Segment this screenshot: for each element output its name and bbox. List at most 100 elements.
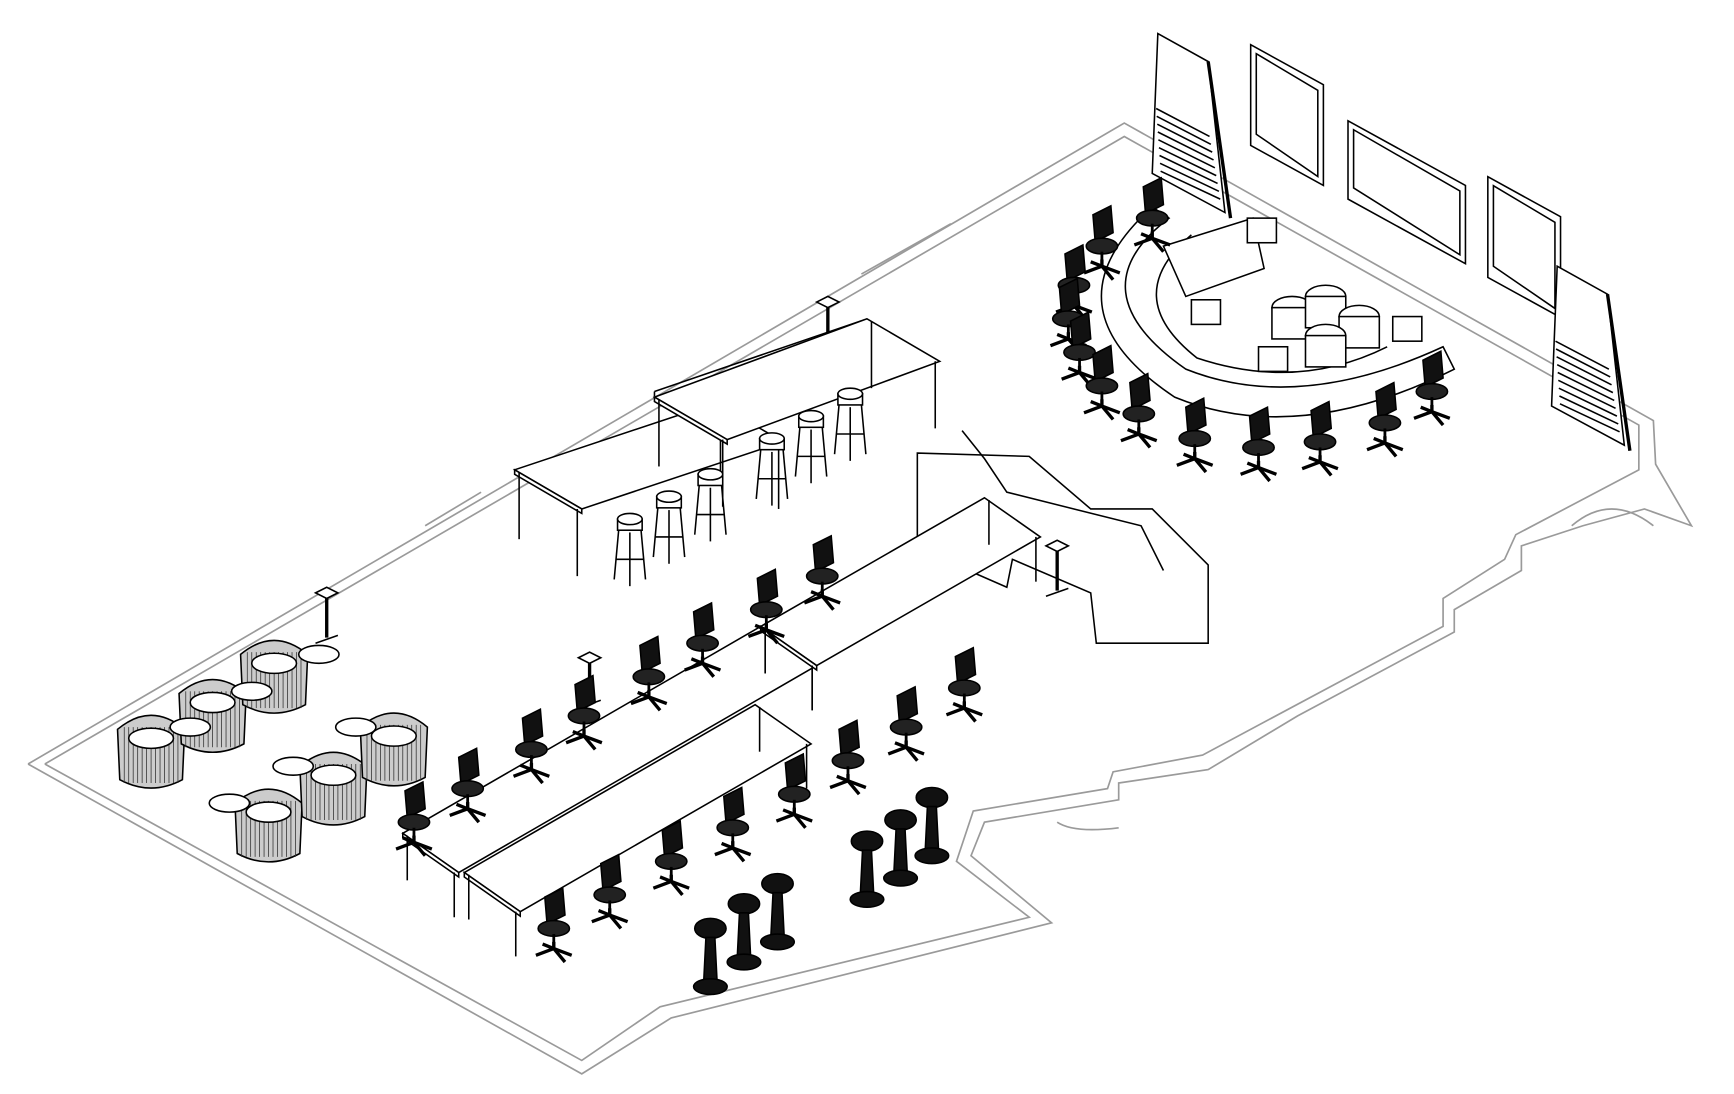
chair-leg [782, 808, 795, 816]
chair-leg [1383, 441, 1398, 458]
stool-leg [720, 485, 727, 535]
chair-leg [1083, 264, 1103, 275]
chair-seat [1135, 209, 1169, 227]
chair-icon [887, 685, 925, 762]
chair-back [784, 752, 807, 791]
chair-leg [887, 745, 907, 756]
chair-icon [1061, 310, 1099, 387]
chair-leg [552, 947, 567, 964]
chair-icon [803, 534, 841, 611]
easel-board [1151, 32, 1226, 214]
table-edge [653, 395, 728, 446]
whiteboard-icon [1249, 43, 1325, 187]
ottoman-side [1304, 334, 1347, 368]
lounge-chair-icon [359, 712, 429, 787]
chair-leg [945, 706, 965, 717]
easel-line [1160, 170, 1221, 200]
chair-leg [1056, 332, 1069, 341]
mobile-whiteboard-icon [1151, 32, 1233, 219]
podium-top [576, 651, 603, 665]
stool-base [882, 869, 919, 887]
chair-leg [747, 628, 767, 639]
chair-seat [654, 852, 688, 870]
stool-icon [755, 432, 789, 506]
chair-leg [1301, 460, 1321, 471]
chair-leg [1373, 436, 1386, 445]
chair-seat [1122, 405, 1156, 423]
chair-leg [765, 628, 779, 645]
chair-leg [659, 875, 672, 884]
chair-icon [945, 646, 983, 723]
chair-leg [591, 913, 611, 924]
chair-back [574, 674, 597, 713]
chair-seat [1085, 237, 1119, 255]
chair-leg [1067, 366, 1081, 375]
lounge-seat [370, 725, 417, 747]
chair-leg [647, 695, 662, 712]
easel-board [1550, 264, 1626, 447]
chair-leg [690, 657, 704, 665]
chair-leg [775, 812, 795, 823]
window [424, 491, 482, 527]
chair-seat [593, 886, 627, 904]
chair-leg [1137, 432, 1152, 449]
chair-leg [1240, 466, 1260, 476]
chair-leg [720, 841, 734, 850]
stool-seat [761, 872, 794, 895]
chair-leg [1308, 455, 1321, 464]
chair-leg [541, 942, 555, 951]
easel-line [1155, 107, 1210, 138]
chair-icon [829, 719, 867, 796]
lounge-chair-icon [116, 714, 186, 789]
easel-line [1555, 348, 1611, 378]
stool-stem [702, 936, 718, 983]
chair-leg [530, 768, 544, 785]
chair-seat [514, 740, 548, 759]
chair-leg [412, 841, 427, 857]
chair-seat [537, 919, 571, 938]
chair-icon [591, 853, 629, 930]
easel-line [1158, 146, 1217, 177]
chair-leg [1176, 457, 1196, 467]
chair-seat [1242, 438, 1275, 457]
easel-line [1557, 371, 1615, 402]
ottoman [1304, 323, 1347, 368]
chair-icon [684, 601, 722, 678]
chair-seat [632, 668, 666, 686]
stool-seat [693, 917, 727, 940]
chair-leg [608, 913, 623, 930]
tablet-arm [297, 644, 340, 665]
chair-icon [1301, 400, 1339, 477]
easel-line [1556, 363, 1614, 394]
chair-seat [1415, 382, 1449, 401]
stool-icon [652, 490, 686, 564]
chair-back [838, 719, 860, 758]
easel-line [1555, 340, 1610, 370]
chair-leg [1150, 237, 1165, 253]
podium-top [313, 586, 340, 600]
chair-leg [846, 779, 861, 796]
easel-leg [1206, 61, 1233, 219]
stool-top [655, 490, 683, 504]
chair-back [954, 646, 977, 685]
stool-base [726, 953, 762, 971]
sofa [1162, 217, 1266, 298]
chair-leg [1257, 466, 1271, 483]
lounge-seat [189, 691, 236, 714]
stool-leg [833, 404, 840, 455]
chair-back [812, 534, 835, 573]
chair-leg [1049, 337, 1069, 348]
chair-back [1069, 310, 1092, 350]
chair-leg [1318, 460, 1333, 477]
chair-seat [397, 813, 431, 831]
easel-line [1558, 387, 1618, 417]
chair-leg [572, 730, 585, 738]
chair-leg [1420, 405, 1433, 414]
chair-leg [669, 880, 684, 896]
small-table [1246, 217, 1278, 244]
easel-line [1156, 123, 1213, 153]
chair-seat [947, 679, 981, 697]
chair-seat [831, 752, 865, 770]
chair-leg [449, 807, 469, 818]
